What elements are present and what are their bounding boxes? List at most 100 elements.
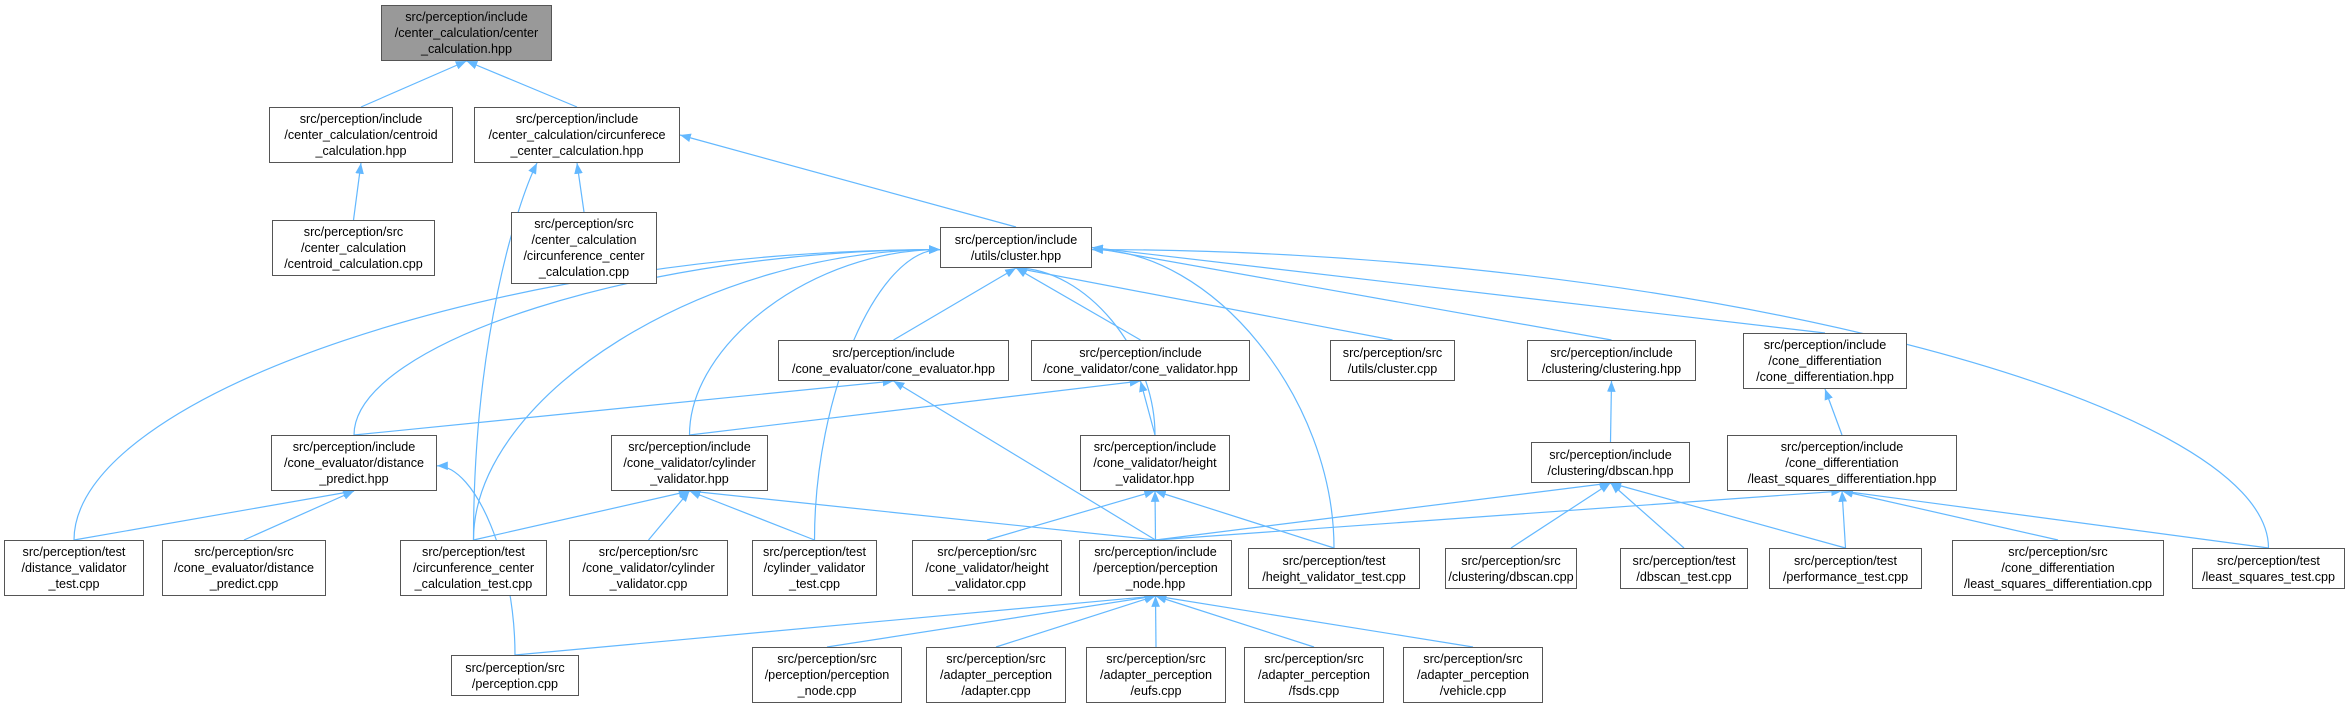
node-cone-evaluator-hpp[interactable]: src/perception/include /cone_evaluator/c…	[778, 340, 1009, 381]
node-perception-node-hpp[interactable]: src/perception/include /perception/perce…	[1079, 540, 1232, 596]
node-centroid-calculation-cpp[interactable]: src/perception/src /center_calculation /…	[272, 220, 435, 276]
node-distance-validator-test-cpp[interactable]: src/perception/test /distance_validator …	[4, 540, 144, 596]
dependency-edge	[243, 490, 355, 541]
node-label: src/perception/test /least_squares_test.…	[2201, 553, 2335, 584]
node-label: src/perception/src /cone_validator/heigh…	[925, 545, 1049, 591]
dependency-edge	[352, 162, 364, 221]
node-height-validator-hpp[interactable]: src/perception/include /cone_validator/h…	[1080, 435, 1230, 491]
node-adapter-cpp[interactable]: src/perception/src /adapter_perception /…	[926, 647, 1066, 703]
dependency-edge	[826, 593, 1156, 648]
dependency-edge	[1610, 481, 1846, 549]
node-utils-cluster-cpp[interactable]: src/perception/src /utils/cluster.cpp	[1330, 340, 1455, 381]
node-performance-test-cpp[interactable]: src/perception/test /performance_test.cp…	[1769, 548, 1922, 589]
node-dbscan-hpp[interactable]: src/perception/include /clustering/dbsca…	[1531, 442, 1690, 483]
node-cone-differentiation-hpp[interactable]: src/perception/include /cone_differentia…	[1743, 333, 1907, 389]
node-label: src/perception/test /performance_test.cp…	[1782, 553, 1909, 584]
dependency-edge	[1091, 245, 1335, 549]
node-label: src/perception/include /clustering/dbsca…	[1547, 447, 1674, 478]
dependency-edge	[73, 245, 941, 541]
node-height-validator-cpp[interactable]: src/perception/src /cone_validator/heigh…	[912, 540, 1062, 596]
dependency-edge	[1139, 380, 1156, 436]
node-label: src/perception/src /adapter_perception /…	[1257, 652, 1371, 698]
node-distance-predict-cpp[interactable]: src/perception/src /cone_evaluator/dista…	[162, 540, 326, 596]
node-centroid-calculation-hpp[interactable]: src/perception/include /center_calculati…	[269, 107, 453, 163]
node-label: src/perception/test /distance_validator …	[21, 545, 127, 591]
node-fsds-cpp[interactable]: src/perception/src /adapter_perception /…	[1244, 647, 1384, 703]
node-clustering-hpp[interactable]: src/perception/include /clustering/clust…	[1527, 340, 1696, 381]
dependency-edge	[986, 489, 1156, 541]
dependency-edge	[360, 60, 467, 108]
node-label: src/perception/src /center_calculation /…	[284, 225, 423, 271]
node-circunferece-center-calculation-hpp[interactable]: src/perception/include /center_calculati…	[474, 107, 680, 163]
node-label: src/perception/test /cylinder_validator …	[763, 545, 866, 591]
node-circunference-center-calculation-cpp[interactable]: src/perception/src /center_calculation /…	[511, 212, 657, 284]
node-cylinder-validator-hpp[interactable]: src/perception/include /cone_validator/c…	[611, 435, 768, 491]
node-perception-cpp[interactable]: src/perception/src /perception.cpp	[451, 655, 579, 696]
node-label: src/perception/src /cone_differentiation…	[1963, 545, 2153, 591]
dependency-edge	[648, 490, 690, 541]
node-label: src/perception/include /center_calculati…	[284, 112, 438, 158]
node-label: src/perception/include /cone_validator/c…	[623, 440, 756, 486]
dependency-edge	[688, 245, 941, 436]
node-dbscan-test-cpp[interactable]: src/perception/test /dbscan_test.cpp	[1620, 548, 1748, 589]
node-eufs-cpp[interactable]: src/perception/src /adapter_perception /…	[1086, 647, 1226, 703]
node-label: src/perception/include /cone_validator/c…	[1043, 345, 1238, 376]
node-least-squares-test-cpp[interactable]: src/perception/test /least_squares_test.…	[2192, 548, 2345, 589]
node-label: src/perception/include /cone_differentia…	[1747, 440, 1937, 486]
node-label: src/perception/include /clustering/clust…	[1541, 345, 1682, 376]
node-distance-predict-hpp[interactable]: src/perception/include /cone_evaluator/d…	[271, 435, 437, 491]
dependency-edge	[813, 245, 941, 541]
dependency-edge	[1150, 490, 1160, 541]
dependency-edge	[1607, 380, 1616, 443]
node-label: src/perception/src /clustering/dbscan.cp…	[1448, 553, 1574, 584]
dependency-edge	[1510, 482, 1611, 549]
node-label: src/perception/src /utils/cluster.cpp	[1342, 345, 1443, 376]
node-label: src/perception/src /center_calculation /…	[523, 217, 645, 279]
node-label: src/perception/include /center_calculati…	[488, 112, 666, 158]
dependency-edge	[574, 162, 585, 213]
node-label: src/perception/include /cone_differentia…	[1756, 338, 1894, 384]
node-label: src/perception/include /utils/cluster.hp…	[954, 232, 1078, 263]
node-label: src/perception/test /height_validator_te…	[1262, 553, 1406, 584]
node-cylinder-validator-cpp[interactable]: src/perception/src /cone_validator/cylin…	[569, 540, 728, 596]
node-label: src/perception/include /center_calculati…	[394, 10, 539, 56]
node-utils-cluster-hpp[interactable]: src/perception/include /utils/cluster.hp…	[940, 227, 1092, 268]
node-least-squares-differentiation-cpp[interactable]: src/perception/src /cone_differentiation…	[1952, 540, 2164, 596]
dependency-edge	[353, 377, 894, 436]
node-perception-node-cpp[interactable]: src/perception/src /perception/perceptio…	[752, 647, 902, 703]
dependency-edge	[353, 245, 941, 436]
node-circunference-center-calculation-test-cpp[interactable]: src/perception/test /circunference_cente…	[400, 540, 547, 596]
node-label: src/perception/src /adapter_perception /…	[1416, 652, 1530, 698]
dependency-edge	[689, 487, 1156, 541]
node-label: src/perception/include /cone_validator/h…	[1093, 440, 1217, 486]
node-height-validator-test-cpp[interactable]: src/perception/test /height_validator_te…	[1248, 548, 1420, 589]
node-label: src/perception/include /perception/perce…	[1093, 545, 1218, 591]
node-cylinder-validator-test-cpp[interactable]: src/perception/test /cylinder_validator …	[752, 540, 877, 596]
node-label: src/perception/test /dbscan_test.cpp	[1632, 553, 1736, 584]
dependency-edge	[436, 461, 516, 656]
node-label: src/perception/src /cone_validator/cylin…	[582, 545, 715, 591]
node-label: src/perception/src /adapter_perception /…	[1099, 652, 1213, 698]
dependency-edge	[689, 377, 1141, 436]
dependency-edge	[893, 267, 1017, 341]
node-dbscan-cpp[interactable]: src/perception/src /clustering/dbscan.cp…	[1445, 548, 1577, 589]
node-vehicle-cpp[interactable]: src/perception/src /adapter_perception /…	[1403, 647, 1543, 703]
dependency-edge	[472, 162, 538, 541]
dependency-edge	[1091, 244, 1826, 334]
dependency-edge	[679, 133, 1017, 228]
dependency-edge	[473, 489, 690, 541]
node-label: src/perception/test /circunference_cente…	[412, 545, 535, 591]
dependency-edge	[73, 488, 355, 541]
dependency-edge	[1015, 267, 1141, 341]
dependency-edge	[689, 490, 815, 541]
node-cone-validator-hpp[interactable]: src/perception/include /cone_validator/c…	[1031, 340, 1250, 381]
node-label: src/perception/src /cone_evaluator/dista…	[173, 545, 315, 591]
dependency-edge	[893, 380, 1156, 541]
dependency-edge	[1155, 487, 1843, 541]
dependency-edge	[1015, 263, 1156, 436]
dependency-edge	[995, 595, 1156, 648]
node-least-squares-differentiation-hpp[interactable]: src/perception/include /cone_differentia…	[1727, 435, 1957, 491]
node-center-calculation-hpp: src/perception/include /center_calculati…	[381, 5, 552, 61]
